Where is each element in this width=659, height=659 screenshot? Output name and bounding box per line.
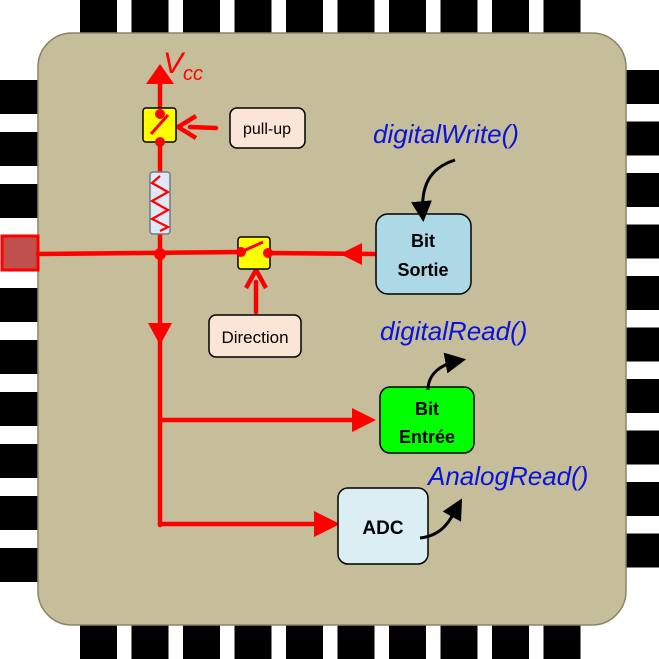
- bit-entree-label-2: Entrée: [399, 427, 455, 447]
- direction-switch: [236, 236, 273, 270]
- adc-label: ADC: [362, 518, 403, 539]
- chip-pin: [131, 0, 169, 33]
- chip-pin: [286, 625, 323, 659]
- wiring: [35, 77, 379, 528]
- bit-sortie-label-1: Bit: [411, 231, 435, 251]
- chip-pin: [0, 184, 38, 218]
- digital-read-label: digitalRead(): [380, 316, 527, 346]
- bit-entree-label-1: Bit: [415, 399, 439, 419]
- main-bus-wire: [35, 249, 244, 257]
- chip-pin: [626, 224, 659, 259]
- chip-pin: [389, 625, 426, 659]
- vcc-label: Vcc: [163, 47, 203, 85]
- analog-read-arrow-icon: [419, 498, 463, 540]
- chip-pin: [626, 276, 659, 310]
- chip-pin: [626, 533, 659, 568]
- chip-pin: [131, 625, 169, 659]
- junction-dot: [154, 248, 166, 260]
- chip-pin: [0, 392, 38, 426]
- chip-pin: [440, 625, 478, 659]
- chip-pin: [626, 327, 659, 362]
- chip-pin: [626, 173, 659, 207]
- chip-pin: [234, 0, 272, 33]
- chip-pin: [626, 430, 659, 465]
- chip-pin: [0, 444, 38, 478]
- pullup-arrow-icon: [175, 114, 198, 140]
- bit-sortie-label-2: Sortie: [397, 260, 448, 280]
- resistor: [149, 171, 171, 235]
- pullup-label: pull-up: [243, 121, 291, 138]
- chip-pin: [440, 0, 478, 33]
- chip-pin: [80, 625, 117, 659]
- chip-pin: [183, 625, 220, 659]
- bit-sortie-block: Bit Sortie: [375, 213, 472, 295]
- chip-pin: [0, 496, 38, 530]
- chip-pin: [80, 0, 117, 33]
- chip-pin: [234, 625, 272, 659]
- vcc-subscript: cc: [183, 63, 203, 85]
- direction-arrow-icon: [244, 267, 268, 290]
- chip-pin: [183, 0, 220, 33]
- chip-pin: [337, 625, 375, 659]
- chip-pin: [0, 340, 38, 374]
- adc-block: ADC: [337, 487, 429, 565]
- chip-pin: [626, 379, 659, 413]
- right-pins: [626, 70, 659, 568]
- chip-pin: [492, 0, 529, 33]
- chip-pin: [626, 70, 659, 104]
- chip-pin: [543, 0, 581, 33]
- bottom-pins: [80, 625, 581, 659]
- chip-pin: [626, 121, 659, 156]
- chip-pin: [337, 0, 375, 33]
- bit-entree-arrow-icon: [352, 408, 376, 432]
- chip-pin: [389, 0, 426, 33]
- chip-body: [37, 32, 627, 626]
- pullup-switch: [142, 107, 177, 147]
- direction-label: Direction: [221, 328, 288, 347]
- arrow-heads: [146, 64, 376, 537]
- chip-pin: [0, 80, 38, 114]
- digital-read-arrow-icon: [426, 352, 467, 391]
- chip-pin: [286, 0, 323, 33]
- chip-pin: [0, 132, 38, 166]
- pullup-label-box: pull-up: [229, 107, 306, 149]
- analog-read-label: AnalogRead(): [426, 461, 588, 491]
- function-arrows: [411, 158, 467, 540]
- top-pins: [80, 0, 581, 33]
- io-pin-highlighted: [0, 234, 40, 272]
- bus-arrow-icon: [340, 243, 362, 265]
- pullup-arrow-line: [187, 124, 219, 131]
- chip-pin: [0, 548, 38, 582]
- digital-write-label: digitalWrite(): [373, 119, 519, 149]
- digital-write-arrow-icon: [411, 158, 456, 223]
- vcc-arrow-icon: [146, 64, 174, 84]
- chip-pin: [626, 482, 659, 516]
- down-arrow-icon: [148, 323, 172, 345]
- chip-pin: [492, 625, 529, 659]
- vcc-main: V: [163, 47, 186, 80]
- chip-pin: [543, 625, 581, 659]
- chip-pin: [0, 288, 38, 322]
- adc-arrow-icon: [314, 511, 340, 537]
- left-pins: [0, 80, 38, 582]
- bit-entree-block: Bit Entrée: [379, 386, 475, 454]
- direction-label-box: Direction: [208, 314, 302, 358]
